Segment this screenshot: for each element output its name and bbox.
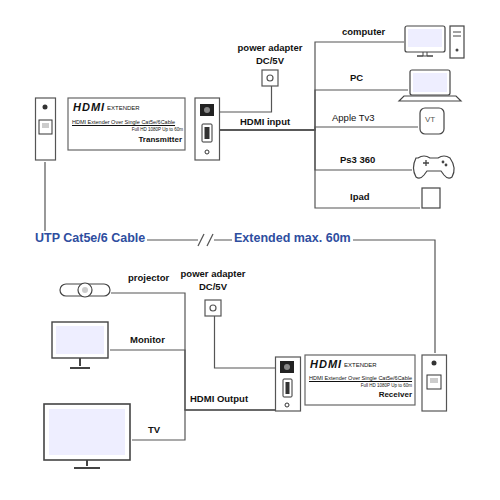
node-label: TV [148,424,160,435]
node-text: EXTENDER [107,105,140,112]
computer-device: computer [330,24,470,60]
node-text: Receiver [379,390,412,400]
hdmi-cable [175,350,275,410]
node-label: PC [350,72,363,83]
monitor-device-outline [48,318,175,378]
hdmi-cable [220,130,330,170]
node-text: Transmitter [138,135,182,145]
node-text: DC/5V [173,281,253,292]
hdmi-cable [220,130,330,208]
pc-device: PC [330,68,470,104]
node-label: power adapter [230,42,310,53]
node-text: VT [425,115,435,125]
edge-label: UTP Cat5e/6 Cable [33,231,147,246]
receiver-unit: HDMIEXTENDER HDMI Extender Over Single Ca… [275,353,447,413]
projector-device: projector [50,270,175,302]
node-text: DC/5V [230,55,310,66]
node-label: Monitor [130,334,165,345]
monitor-device: Monitor [48,318,175,378]
hdmi-cable [215,316,276,368]
hdmi-cable [220,86,272,112]
tv-device: TV [42,400,175,472]
node-text: Full HD 1080P Up to 60m [361,383,412,388]
node-label: HDMI [73,101,105,114]
free-label: HDMI Output [190,393,248,404]
hdmi-cable [175,293,275,410]
node-label: Apple Tv3 [332,112,375,123]
hdmi-cable [220,42,330,130]
free-label: HDMI input [240,116,290,127]
power-adapter: power adapterDC/5V [173,268,256,316]
free-label: Extended max. 60m [232,231,353,246]
tv-device-outline [42,400,175,472]
apple-tv-device: Apple Tv3 VT [330,106,470,138]
hdmi-cable [220,90,330,130]
node-text: HDMI Extender Over Single Cat5e/6Cable [72,119,175,126]
node-text: Full HD 1080P Up to 60m [132,127,183,132]
node-label: computer [342,26,385,37]
game-console-device: Ps3 360 [330,150,470,182]
node-label: Ipad [350,191,370,202]
transmitter-unit: HDMIEXTENDER HDMI Extender Over Single Ca… [35,96,220,162]
node-label: power adapter [173,268,253,279]
node-text: HDMI Extender Over Single Cat5e/6Cable [309,375,412,382]
node-label: Ps3 360 [340,154,375,165]
node-text: EXTENDER [344,362,377,369]
ipad-device: Ipad [330,184,470,214]
node-label: projector [128,272,169,283]
hdmi-cable [175,410,275,440]
power-adapter: power adapterDC/5V [230,42,313,86]
node-label: HDMI [310,358,342,371]
